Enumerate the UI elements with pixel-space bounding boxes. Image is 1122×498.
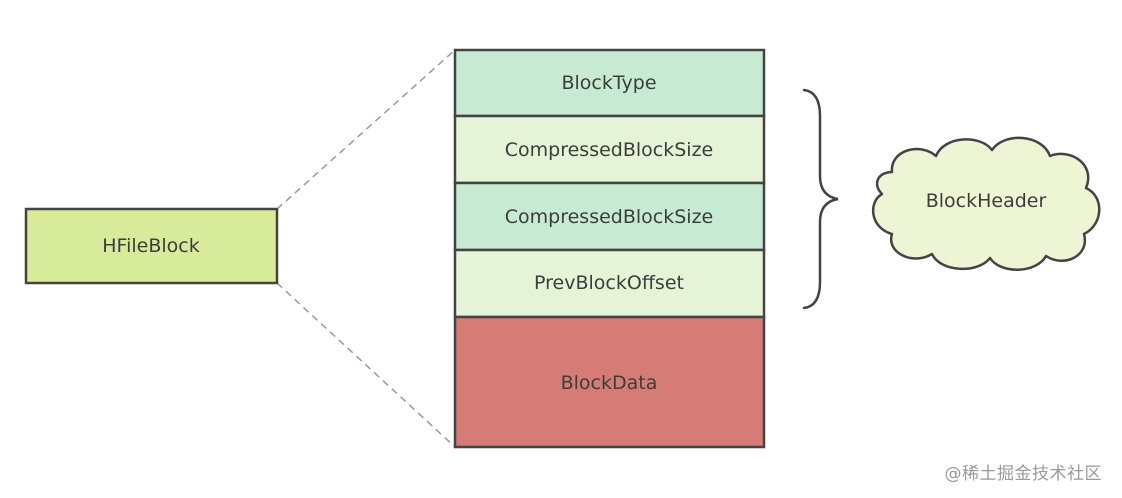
watermark: @稀土掘金技术社区 (944, 464, 1102, 484)
block-data-label: BlockData (561, 372, 658, 394)
header-curly-brace (802, 88, 839, 310)
field-prev-block-offset: PrevBlockOffset (453, 248, 766, 319)
block-header-label: BlockHeader (926, 190, 1047, 212)
block-structure: BlockType CompressedBlockSize Compressed… (453, 48, 766, 449)
field-label-compressed-block-size-2: CompressedBlockSize (505, 206, 713, 228)
field-block-type: BlockType (453, 48, 766, 118)
field-label-block-type: BlockType (561, 72, 656, 94)
hfileblock-label: HFileBlock (102, 235, 199, 257)
connector-line-bottom (276, 282, 456, 448)
field-compressed-block-size-2: CompressedBlockSize (453, 181, 766, 252)
field-compressed-block-size-1: CompressedBlockSize (453, 114, 766, 185)
hfileblock-box: HFileBlock (24, 207, 279, 285)
block-data-box: BlockData (453, 315, 766, 449)
field-label-compressed-block-size-1: CompressedBlockSize (505, 139, 713, 161)
field-label-prev-block-offset: PrevBlockOffset (534, 272, 684, 294)
block-header-cloud: BlockHeader (871, 136, 1101, 271)
connector-line-top (276, 49, 456, 210)
